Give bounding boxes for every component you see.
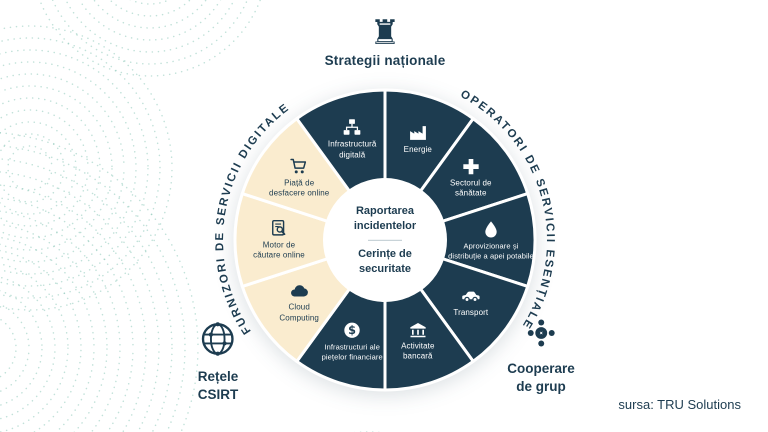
decorative-dot-ring — [0, 289, 43, 407]
decorative-dot-ring — [78, 0, 222, 41]
decorative-dot-ring — [0, 85, 113, 251]
decorative-dot-ring — [0, 121, 77, 215]
cooperation-label-line2: de grup — [516, 378, 566, 394]
decorative-dot-ring — [0, 249, 82, 432]
decorative-dot-ring — [0, 171, 160, 432]
decorative-dot-ring — [65, 0, 235, 53]
group-cooperation-label: Cooperare de grup — [507, 360, 575, 395]
csirt-label-line1: Rețele — [197, 369, 239, 384]
rook-icon: ♜ — [369, 13, 401, 53]
csirt-networks-label: Rețele CSIRT — [198, 368, 239, 403]
decorative-dot-ring — [0, 145, 186, 432]
national-strategies-block: ♜ Strategii naționale — [325, 16, 446, 68]
decorative-dot-ring — [0, 49, 149, 287]
decorative-dot-ring — [0, 223, 108, 432]
decorative-dot-ring — [0, 318, 17, 378]
source-credit: sursa: TRU Solutions — [618, 397, 741, 412]
segment-aprovizionare-si-distributie-a-apei-potabile — [383, 192, 537, 288]
decorative-dot-ring — [129, 0, 171, 5]
decorative-dot-ring — [0, 97, 101, 239]
cooperation-label-line1: Cooperare — [507, 361, 575, 376]
segment-motor-de-cautare-online — [233, 192, 387, 288]
decorative-dot-ring — [0, 263, 69, 432]
decorative-dot-ring — [93, 0, 207, 29]
decorative-dot-ring — [7, 145, 53, 191]
center-security-requirements-label: Cerințe de securitate — [358, 247, 412, 275]
decorative-dot-ring — [51, 0, 249, 65]
center-text: Raportarea incidentelor Cerințe de secur… — [336, 204, 434, 276]
decorative-dot-ring — [0, 25, 173, 311]
decorative-dot-ring — [0, 109, 89, 227]
decorative-dot-ring — [38, 0, 262, 77]
group-cooperation-icon — [527, 319, 555, 347]
decorative-dots-pattern — [0, 0, 383, 432]
decorative-dot-ring — [108, 0, 192, 17]
decorative-dot-ring — [0, 210, 121, 432]
globe-network-icon — [202, 322, 234, 356]
csirt-label-line2: CSIRT — [197, 386, 239, 402]
group-cooperation-block: Cooperare de grup — [507, 316, 575, 395]
decorative-dot-ring — [0, 184, 147, 432]
center-incident-reporting-label: Raportarea incidentelor — [353, 204, 417, 232]
center-divider — [368, 239, 402, 241]
decorative-dot-ring — [0, 303, 30, 393]
national-strategies-label: Strategii naționale — [324, 53, 446, 68]
decorative-dot-ring — [0, 158, 173, 432]
decorative-dot-ring — [0, 37, 161, 299]
csirt-networks-block: Rețele CSIRT — [198, 320, 239, 403]
decorative-dot-ring — [0, 73, 125, 263]
decorative-dot-ring — [0, 197, 134, 432]
